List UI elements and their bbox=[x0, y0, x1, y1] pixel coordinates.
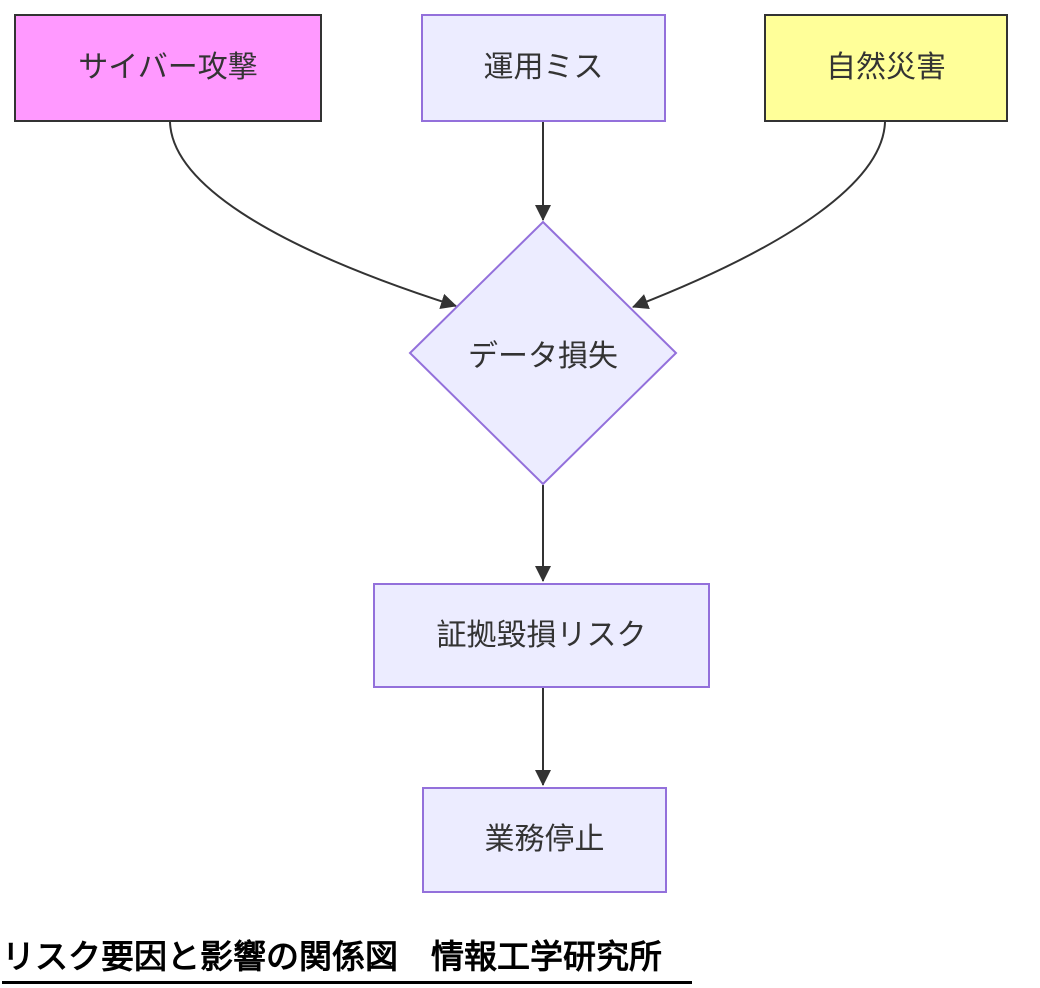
node-data-loss: データ損失 bbox=[410, 333, 676, 373]
diagram-caption: リスク要因と影響の関係図 情報工学研究所 bbox=[2, 930, 692, 984]
node-business-stop-label: 業務停止 bbox=[484, 823, 605, 856]
node-cyber-attack: サイバー攻撃 bbox=[14, 14, 322, 122]
node-evidence-damage-risk-label: 証拠毀損リスク bbox=[436, 618, 647, 652]
node-operation-mistake: 運用ミス bbox=[421, 14, 666, 122]
edge-cyber-attack-to-data-loss bbox=[169, 121, 457, 310]
edge-natural-disaster-to-data-loss bbox=[632, 121, 886, 310]
node-business-stop: 業務停止 bbox=[422, 787, 667, 893]
node-natural-disaster: 自然災害 bbox=[764, 14, 1008, 122]
diagram-caption-text: リスク要因と影響の関係図 情報工学研究所 bbox=[2, 930, 692, 984]
node-data-loss-label: データ損失 bbox=[468, 340, 618, 373]
node-cyber-attack-label: サイバー攻撃 bbox=[78, 51, 258, 84]
node-evidence-damage-risk: 証拠毀損リスク bbox=[373, 583, 710, 688]
node-data-loss-shape bbox=[408, 220, 678, 486]
node-natural-disaster-label: 自然災害 bbox=[826, 51, 946, 84]
node-operation-mistake-label: 運用ミス bbox=[483, 51, 604, 84]
